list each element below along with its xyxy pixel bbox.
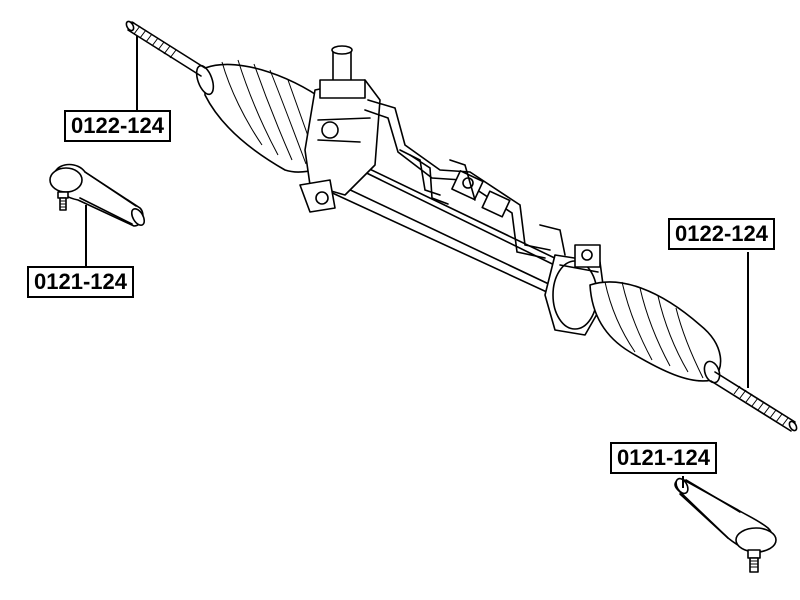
pinion-valve-housing xyxy=(299,45,381,213)
steering-rack-assembly xyxy=(195,45,722,384)
tie-rod-end-right xyxy=(674,477,777,573)
part-label-inner-tie-rod-right: 0122-124 xyxy=(668,218,775,250)
inner-tie-rod-right xyxy=(710,371,798,432)
rack-housing-right-end xyxy=(544,244,606,336)
part-label-tie-rod-end-left: 0121-124 xyxy=(27,266,134,298)
inner-tie-rod-left xyxy=(125,20,206,77)
part-label-inner-tie-rod-left: 0122-124 xyxy=(64,110,171,142)
tie-rod-end-left xyxy=(49,163,146,227)
part-label-tie-rod-end-right: 0121-124 xyxy=(610,442,717,474)
right-bellows-boot xyxy=(589,281,722,384)
hydraulic-lines xyxy=(364,99,566,259)
